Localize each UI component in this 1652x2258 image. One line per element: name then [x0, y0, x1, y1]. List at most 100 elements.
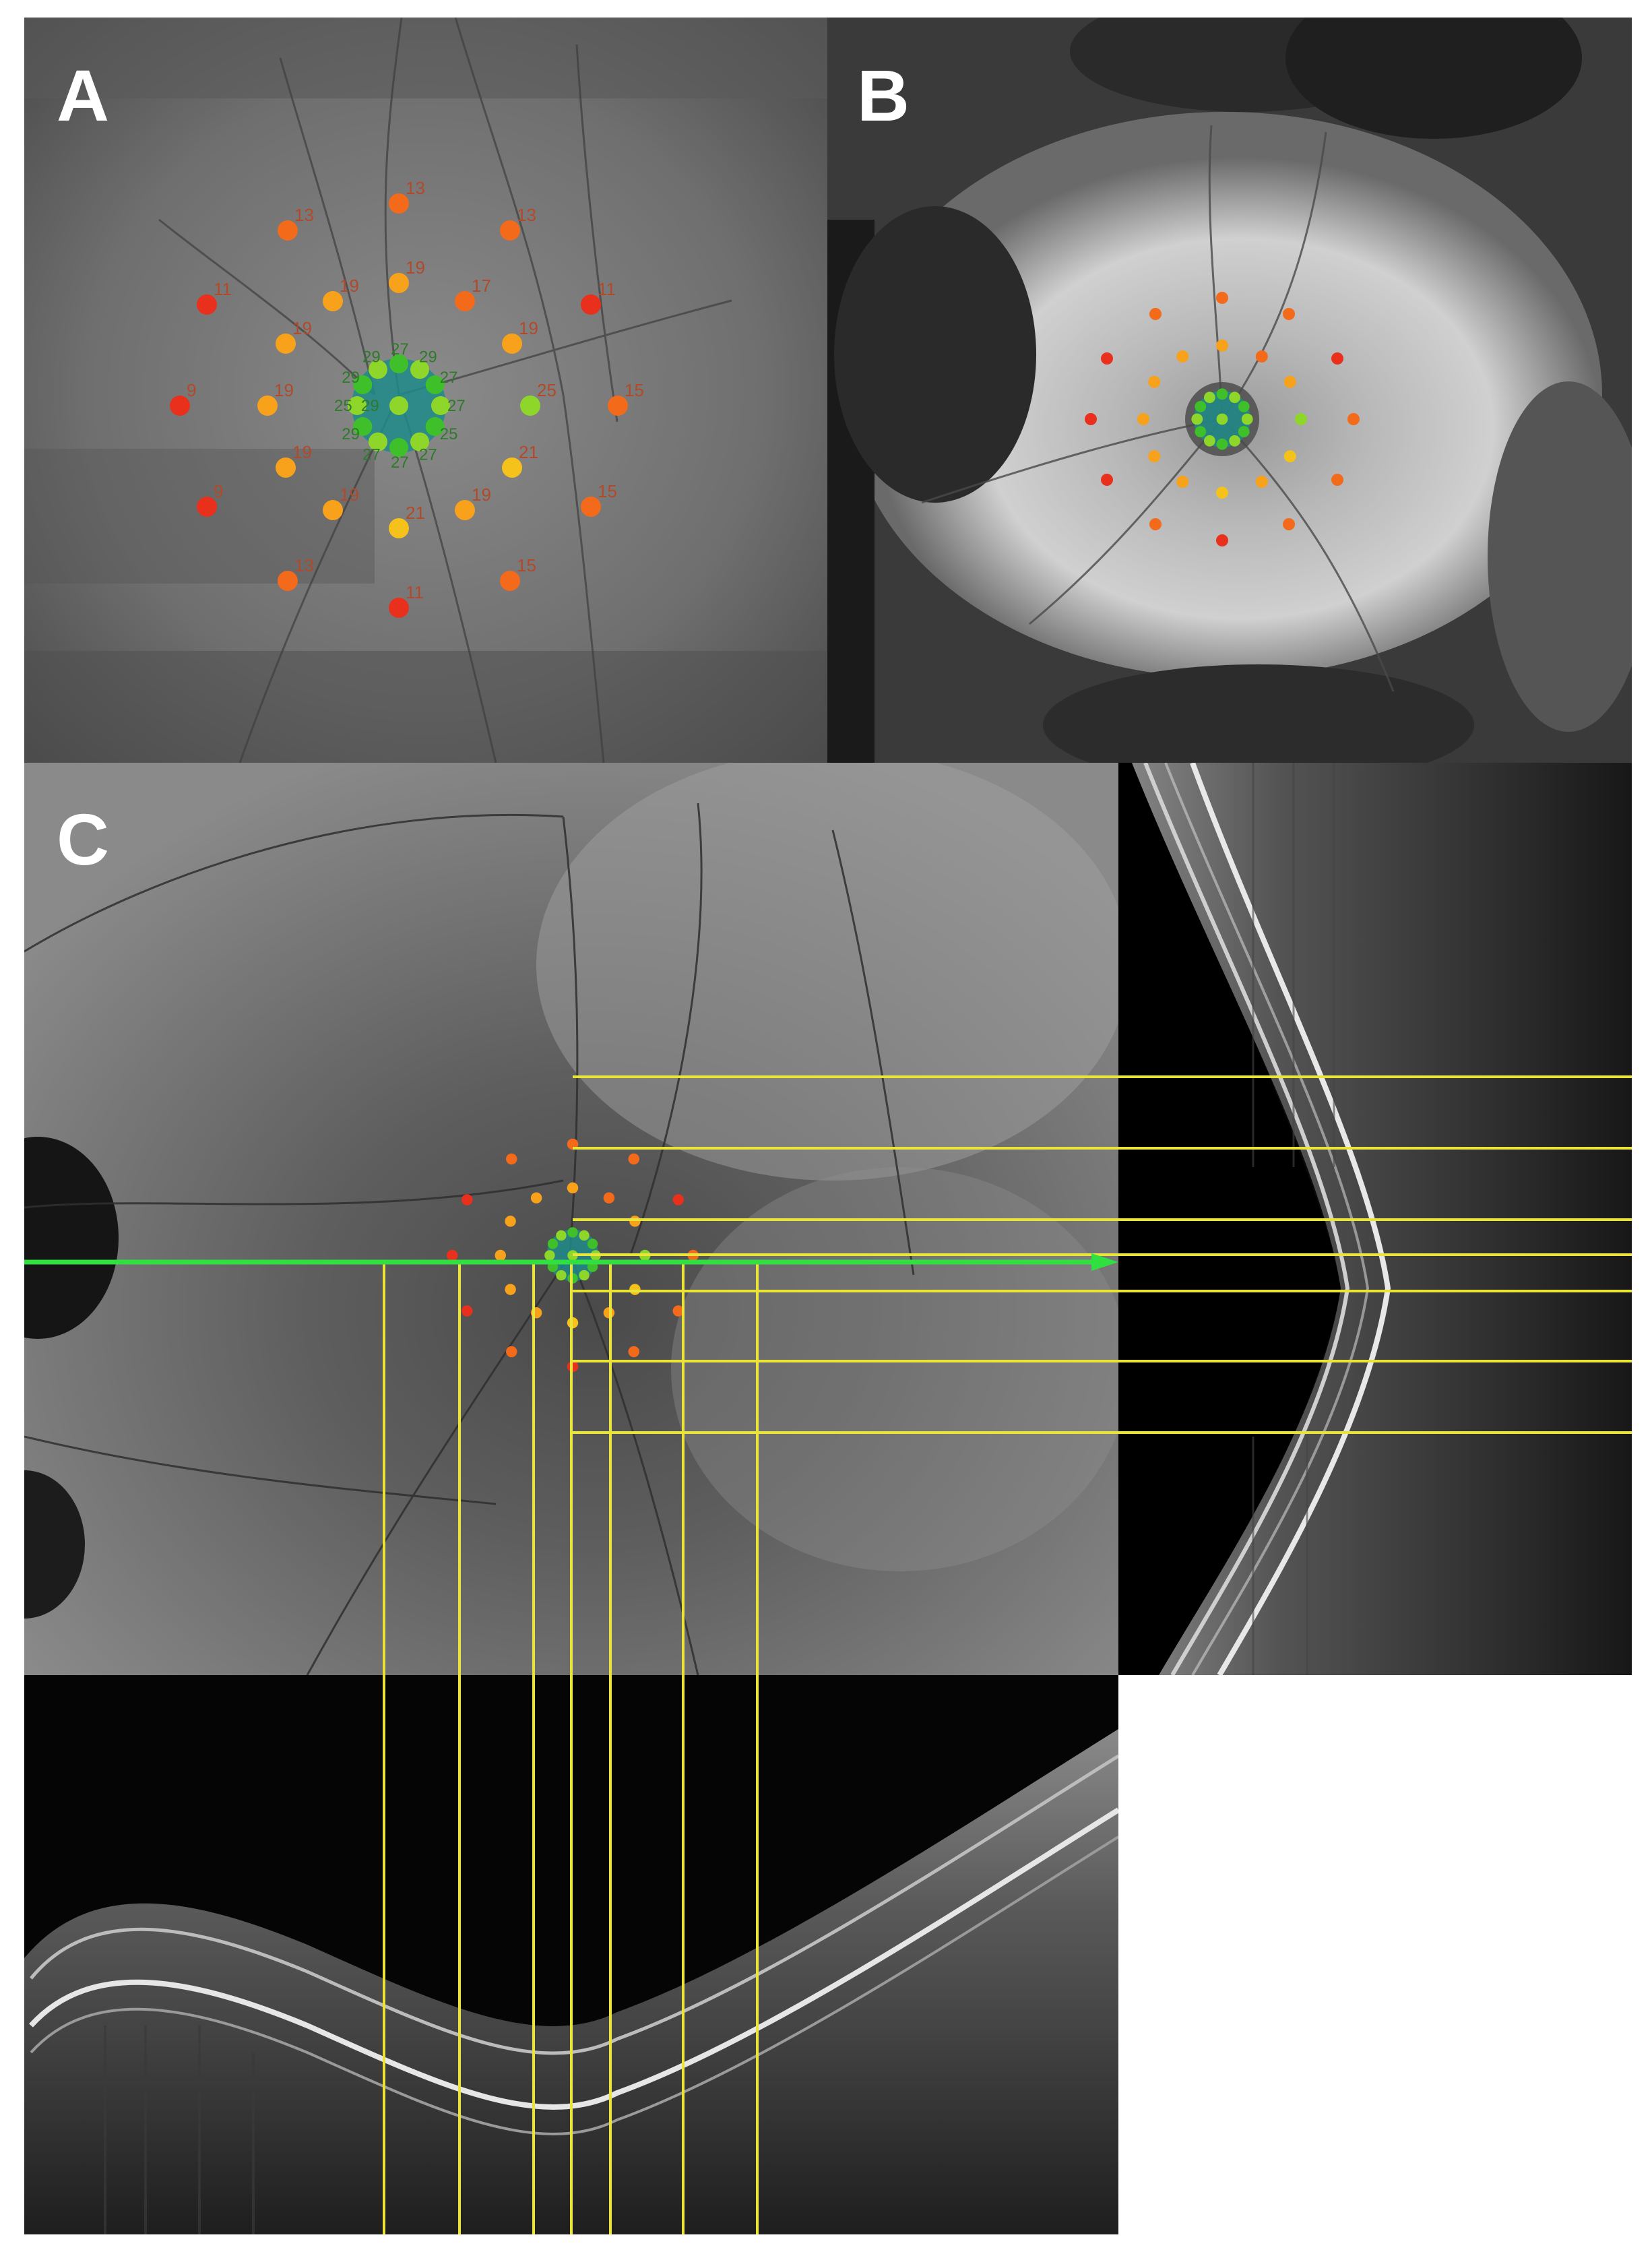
- sensitivity-point: [672, 1305, 684, 1317]
- sensitivity-point: [1191, 413, 1203, 425]
- sensitivity-point: [1204, 435, 1215, 447]
- sensitivity-value: 29: [342, 425, 360, 443]
- sensitivity-point: [170, 396, 190, 416]
- sensitivity-point: [462, 1194, 473, 1205]
- vertical-scan-lines: [383, 1260, 759, 2234]
- sensitivity-point: [556, 1269, 567, 1281]
- sensitivity-point: [1283, 308, 1295, 320]
- sensitivity-point: [1238, 426, 1250, 437]
- sensitivity-value: 27: [391, 453, 409, 472]
- sensitivity-point: [1216, 438, 1228, 450]
- sensitivity-point: [1176, 350, 1189, 363]
- sensitivity-point: [1216, 292, 1228, 304]
- sensitivity-point: [495, 1249, 506, 1261]
- horizontal-scan-lines: [573, 1075, 1632, 1434]
- sensitivity-point: [1204, 391, 1215, 404]
- sensitivity-point: [556, 1230, 567, 1241]
- sensitivity-point: [1255, 476, 1268, 488]
- sensitivity-value: 27: [362, 446, 381, 464]
- sensitivity-point: [608, 396, 628, 416]
- sensitivity-point: [455, 500, 475, 520]
- sensitivity-value: 19: [274, 380, 294, 400]
- sensitivity-point: [579, 1269, 590, 1281]
- sensitivity-value: 15: [517, 555, 536, 575]
- sensitivity-point: [1148, 450, 1161, 463]
- sensitivity-point: [410, 360, 429, 379]
- sensitivity-point: [1331, 352, 1343, 365]
- sensitivity-value: 25: [334, 397, 352, 415]
- sensitivity-point: [505, 1284, 516, 1295]
- sensitivity-point: [353, 375, 373, 394]
- sensitivity-point: [389, 598, 409, 618]
- green-arrow-head: [1091, 1253, 1118, 1271]
- sensitivity-point: [425, 417, 445, 436]
- sensitivity-value: 13: [406, 178, 425, 198]
- sensitivity-point: [1295, 413, 1307, 425]
- sensitivity-point: [672, 1194, 684, 1205]
- sensitivity-point: [1137, 413, 1149, 425]
- sensitivity-value: 11: [406, 582, 424, 602]
- sensitivity-value: 29: [361, 397, 379, 415]
- sensitivity-value: 15: [625, 380, 644, 400]
- sensitivity-point: [1148, 375, 1161, 388]
- sensitivity-point: [447, 1249, 458, 1261]
- sensitivity-value: 9: [187, 380, 196, 400]
- sensitivity-point: [506, 1346, 517, 1358]
- sensitivity-point: [1216, 413, 1228, 425]
- sensitivity-value: 19: [406, 257, 425, 278]
- sensitivity-point: [1238, 401, 1250, 412]
- sensitivity-value: 13: [294, 205, 314, 225]
- sensitivity-point: [603, 1192, 615, 1203]
- sensitivity-value: 19: [340, 484, 359, 505]
- sensitivity-point: [1216, 339, 1228, 352]
- sensitivity-point: [1255, 350, 1268, 363]
- sensitivity-point: [567, 1227, 578, 1238]
- sensitivity-point: [369, 360, 387, 379]
- sensitivity-value: 29: [419, 348, 437, 366]
- sensitivity-value: 27: [419, 446, 437, 464]
- sensitivity-point: [567, 1182, 579, 1194]
- sensitivity-value: 29: [362, 348, 381, 366]
- sensitivity-point: [389, 193, 409, 214]
- sensitivity-point: [628, 1346, 639, 1358]
- sensitivity-point: [1085, 413, 1097, 425]
- sensitivity-point: [323, 291, 343, 311]
- sensitivity-point: [1176, 476, 1189, 488]
- sensitivity-value: 27: [391, 340, 409, 358]
- sensitivity-point: [425, 375, 445, 394]
- sensitivity-point: [1229, 435, 1240, 447]
- sensitivity-point: [323, 500, 343, 520]
- sensitivity-point: [455, 291, 475, 311]
- sensitivity-point: [1149, 308, 1162, 320]
- sensitivity-point: [1229, 391, 1240, 404]
- sensitivity-value: 21: [406, 503, 425, 523]
- sensitivity-point: [369, 432, 387, 451]
- sensitivity-point: [431, 396, 450, 415]
- panel-b-letter: B: [857, 55, 910, 136]
- sensitivity-point: [581, 497, 601, 517]
- sensitivity-point: [587, 1238, 598, 1249]
- panel-b-image: [827, 18, 1632, 763]
- sensitivity-point: [520, 396, 540, 416]
- panel-a-letter: A: [57, 55, 109, 136]
- sensitivity-point: [579, 1230, 590, 1241]
- sensitivity-point: [197, 294, 217, 315]
- sensitivity-point: [462, 1305, 473, 1317]
- sensitivity-point: [628, 1153, 639, 1165]
- sensitivity-value: 25: [440, 425, 458, 443]
- sensitivity-point: [389, 273, 409, 293]
- sensitivity-point: [547, 1238, 559, 1249]
- sensitivity-value: 9: [214, 481, 223, 501]
- sensitivity-value: 13: [517, 205, 536, 225]
- sensitivity-point: [1216, 534, 1228, 546]
- sensitivity-point: [1101, 474, 1113, 486]
- sensitivity-point: [276, 334, 296, 354]
- sensitivity-point: [1283, 375, 1296, 388]
- sensitivity-point: [1101, 352, 1113, 365]
- panel-b-autofluorescence: B: [827, 18, 1632, 763]
- sensitivity-point: [1216, 487, 1228, 499]
- sensitivity-point: [530, 1192, 542, 1203]
- sensitivity-point: [1241, 413, 1253, 425]
